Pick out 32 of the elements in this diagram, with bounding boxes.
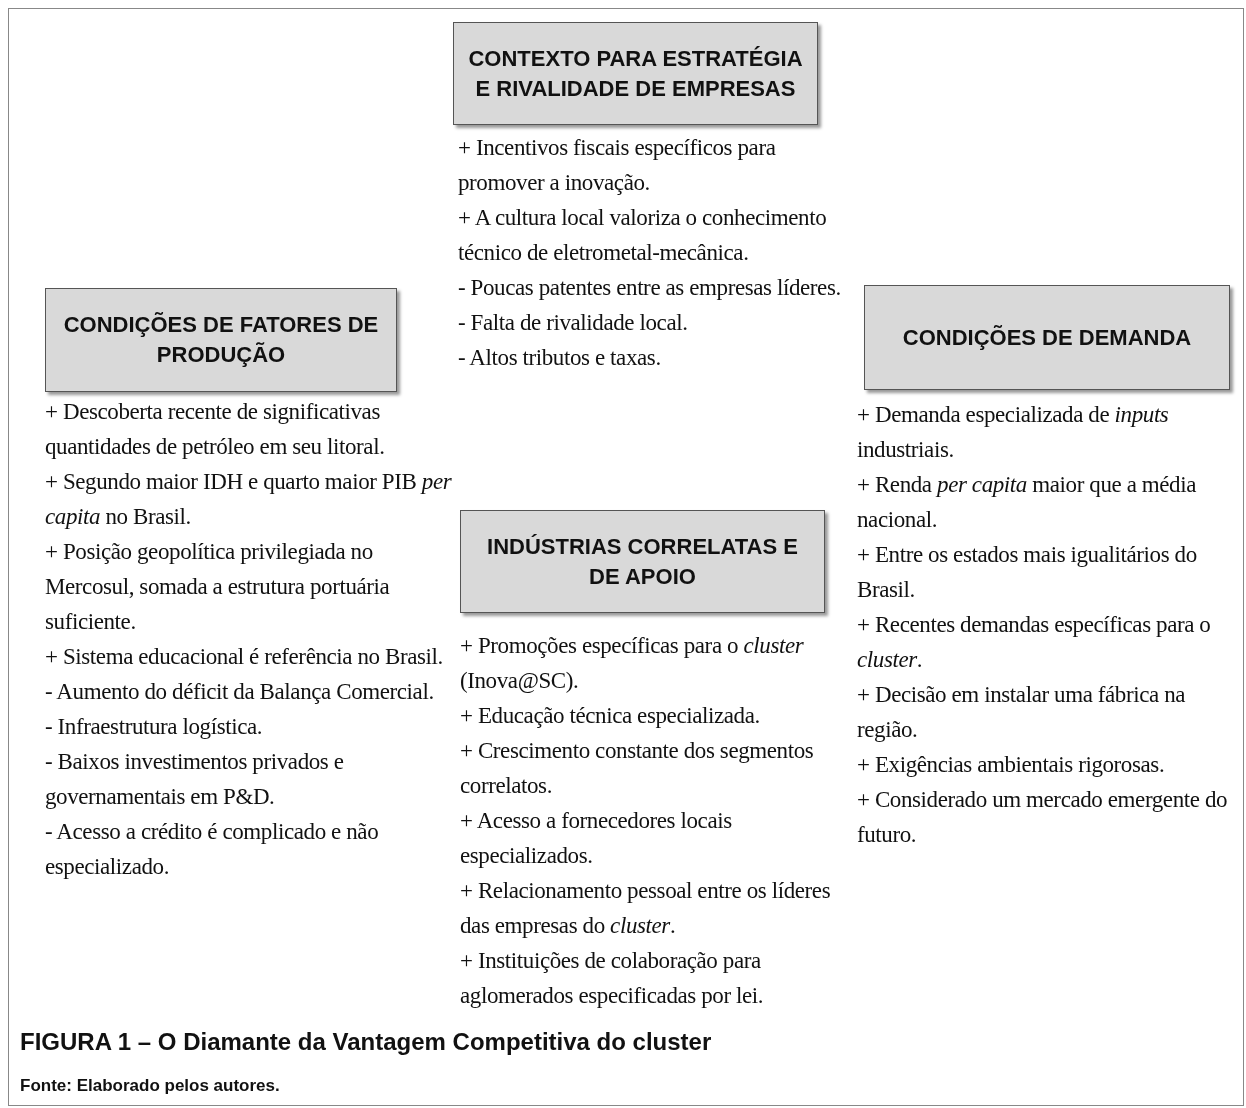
figure-title: FIGURA 1 – O Diamante da Vantagem Competitiva do cluster [20, 1028, 712, 1056]
list-item: - Baixos investimentos privados e governamentais em P&D. [45, 748, 345, 811]
heading-box: CONDIÇÕES DE DEMANDA [864, 285, 1230, 390]
list-item: + Crescimento constante dos segmentos correlatos. [460, 737, 815, 800]
list-item: + Exigências ambientais rigorosas. [857, 751, 1166, 779]
heading-box: INDÚSTRIAS CORRELATAS E DE APOIO [460, 510, 825, 613]
list-item: + Segundo maior IDH e quarto maior PIB per capita no Brasil. [45, 468, 453, 531]
list-item: + Entre os estados mais igualitários do Brasil. [857, 541, 1198, 604]
list-item: + Instituições de colaboração para aglomerados especificadas por lei. [460, 947, 765, 1010]
heading-box: CONDIÇÕES DE FATORES DE PRODUÇÃO [45, 288, 397, 392]
list-item: + Decisão em instalar uma fábrica na região. [857, 681, 1187, 744]
list-item: + Incentivos fiscais específicos para promover a inovação. [458, 134, 777, 197]
list-item: + Considerado um mercado emergente do futuro. [857, 786, 1229, 849]
list-item: + Relacionamento pessoal entre os líderes das empresas do cluster. [460, 877, 832, 940]
list-item: + Posição geopolítica privilegiada no Mercosul, somada a estrutura portuária suficiente. [45, 538, 391, 636]
source-note: Fonte: Elaborado pelos autores. [20, 1076, 280, 1096]
list-item: + Sistema educacional é referência no Brasil. [45, 643, 444, 671]
list-item: + Acesso a fornecedores locais especializados. [460, 807, 733, 870]
list-item: - Acesso a crédito é complicado e não especializado. [45, 818, 380, 881]
list-item: + Renda per capita maior que a média nacional. [857, 471, 1197, 534]
list-item: + Recentes demandas específicas para o cluster. [857, 611, 1212, 674]
list-item: - Falta de rivalidade local. [458, 309, 689, 337]
list-item: - Infraestrutura logística. [45, 713, 264, 741]
heading-box: CONTEXTO PARA ESTRATÉGIA E RIVALIDADE DE EMPRESAS [453, 22, 818, 125]
list-item: + Promoções específicas para o cluster (Inova@SC). [460, 632, 805, 695]
list-item: + A cultura local valoriza o conhecimento técnico de eletrometal-mecânica. [458, 204, 828, 267]
list-item: - Aumento do déficit da Balança Comercial. [45, 678, 435, 706]
list-item: + Demanda especializada de inputs industriais. [857, 401, 1170, 464]
list-item: - Altos tributos e taxas. [458, 344, 662, 372]
list-item: - Poucas patentes entre as empresas líderes. [458, 274, 842, 302]
list-item: + Descoberta recente de significativas quantidades de petróleo em seu litoral. [45, 398, 386, 461]
list-item: + Educação técnica especializada. [460, 702, 761, 730]
